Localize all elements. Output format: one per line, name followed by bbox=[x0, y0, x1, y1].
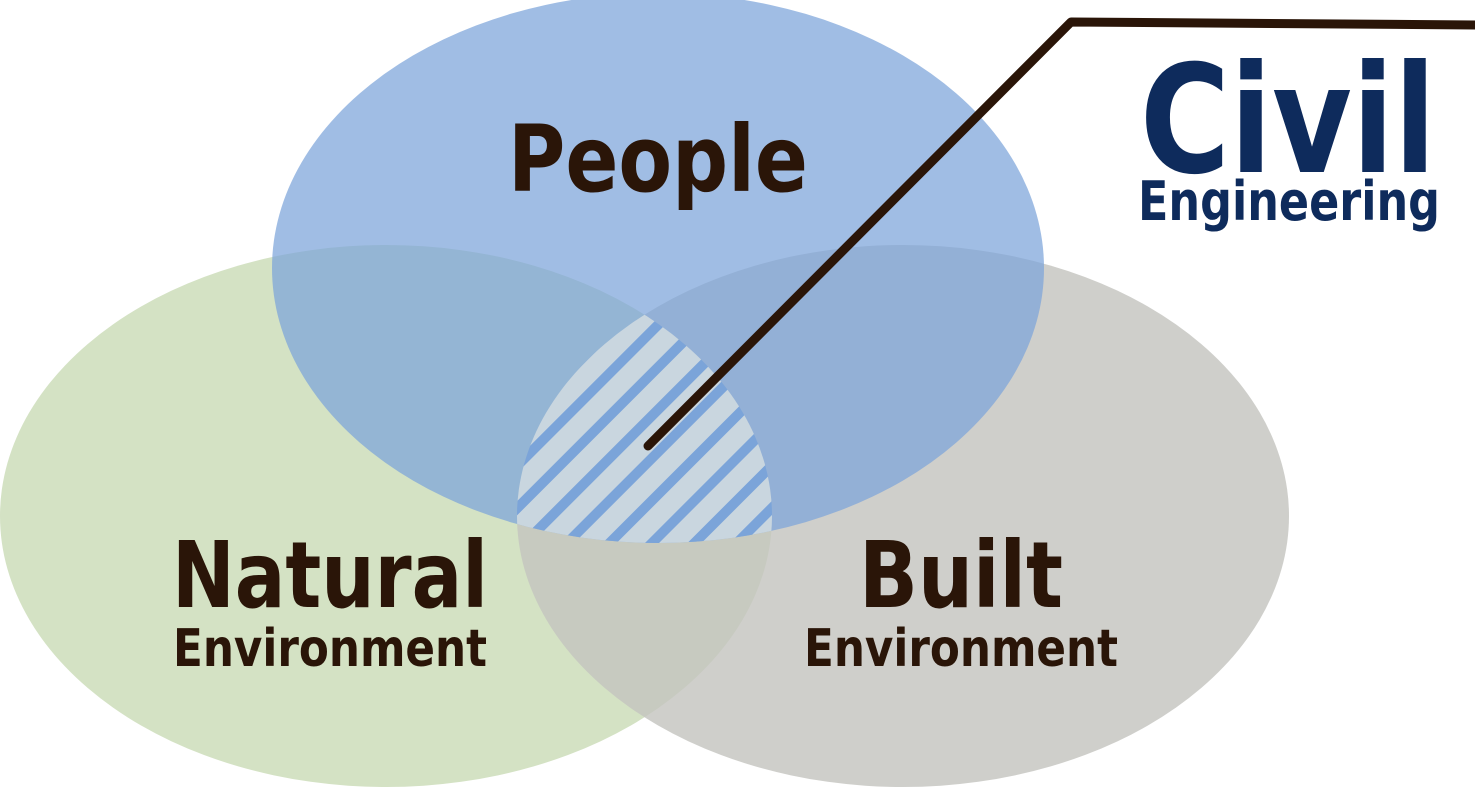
natural-sublabel: Environment bbox=[173, 619, 487, 679]
people-circle bbox=[272, 0, 1044, 543]
built-label: Built bbox=[859, 522, 1063, 629]
built-sublabel: Environment bbox=[804, 619, 1118, 679]
callout-pointer-line bbox=[643, 17, 1475, 451]
people-label: People bbox=[508, 106, 808, 213]
civil-title: Civil bbox=[1140, 34, 1436, 208]
natural-label: Natural bbox=[172, 522, 488, 629]
civil-subtitle: Engineering bbox=[1138, 170, 1440, 233]
